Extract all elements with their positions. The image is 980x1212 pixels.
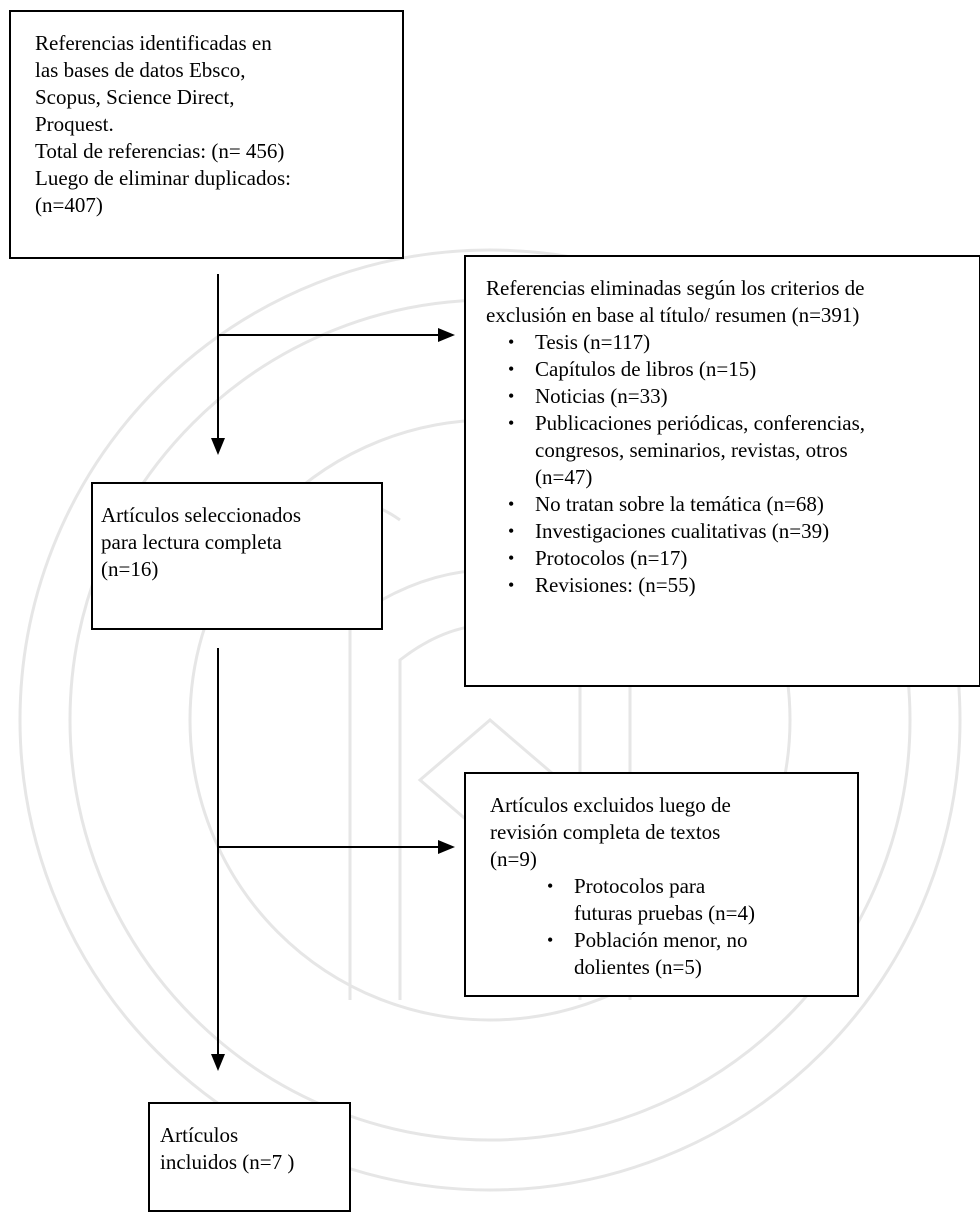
selected-articles-box: Artículos seleccionados para lectura com… xyxy=(91,482,383,630)
excluded-title-heading: Referencias eliminadas según los criteri… xyxy=(486,276,865,300)
list-item: •Tesis (n=117) xyxy=(508,330,651,354)
list-item: •Investigaciones cualitativas (n=39) xyxy=(508,519,830,543)
bullet-icon: • xyxy=(508,494,515,514)
excluded-title-list: •Tesis (n=117) •Capítulos de libros (n=1… xyxy=(508,329,979,599)
list-item: •Publicaciones periódicas, conferencias,… xyxy=(508,411,866,489)
bullet-icon: • xyxy=(508,359,515,379)
identified-dedup-line: Luego de eliminar duplicados: xyxy=(35,166,292,190)
bullet-icon: • xyxy=(508,332,515,352)
identified-line: Referencias identificadas en xyxy=(35,31,272,55)
bullet-icon: • xyxy=(508,575,515,595)
included-articles-box: Artículos incluidos (n=7 ) xyxy=(148,1102,351,1212)
selected-line: Artículos seleccionados xyxy=(101,503,302,527)
identified-total-line: Total de referencias: (n= 456) xyxy=(35,139,285,163)
arrowhead-down-icon xyxy=(211,1054,225,1071)
list-item: •Protocolos (n=17) xyxy=(508,546,688,570)
arrowhead-down-icon xyxy=(211,438,225,455)
bullet-icon: • xyxy=(508,521,515,541)
excluded-after-review-box: Artículos excluidos luego de revisión co… xyxy=(464,772,859,997)
identified-dedup-count: (n=407) xyxy=(35,193,103,217)
selected-line: para lectura completa xyxy=(101,530,282,554)
excluded-full-heading: Artículos excluidos luego de xyxy=(490,793,731,817)
list-item: •Noticias (n=33) xyxy=(508,384,668,408)
bullet-icon: • xyxy=(508,413,515,433)
identified-references-box: Referencias identificadas en las bases d… xyxy=(9,10,404,259)
list-item: •Capítulos de libros (n=15) xyxy=(508,357,757,381)
excluded-by-title-box: Referencias eliminadas según los criteri… xyxy=(464,255,980,687)
bullet-icon: • xyxy=(547,930,554,950)
excluded-full-count: (n=9) xyxy=(490,847,537,871)
identified-line: Scopus, Science Direct, xyxy=(35,85,235,109)
selected-count: (n=16) xyxy=(101,557,159,581)
arrowhead-right-icon xyxy=(438,840,455,854)
list-item: •No tratan sobre la temática (n=68) xyxy=(508,492,824,516)
bullet-icon: • xyxy=(547,876,554,896)
bullet-icon: • xyxy=(508,548,515,568)
list-item: •Revisiones: (n=55) xyxy=(508,573,696,597)
arrowhead-right-icon xyxy=(438,328,455,342)
bullet-icon: • xyxy=(508,386,515,406)
excluded-title-heading: exclusión en base al título/ resumen (n=… xyxy=(486,303,860,327)
included-line: Artículos xyxy=(160,1123,239,1147)
identified-line: Proquest. xyxy=(35,112,114,136)
identified-line: las bases de datos Ebsco, xyxy=(35,58,246,82)
included-count: incluidos (n=7 ) xyxy=(160,1150,295,1174)
excluded-full-heading: revisión completa de textos xyxy=(490,820,721,844)
